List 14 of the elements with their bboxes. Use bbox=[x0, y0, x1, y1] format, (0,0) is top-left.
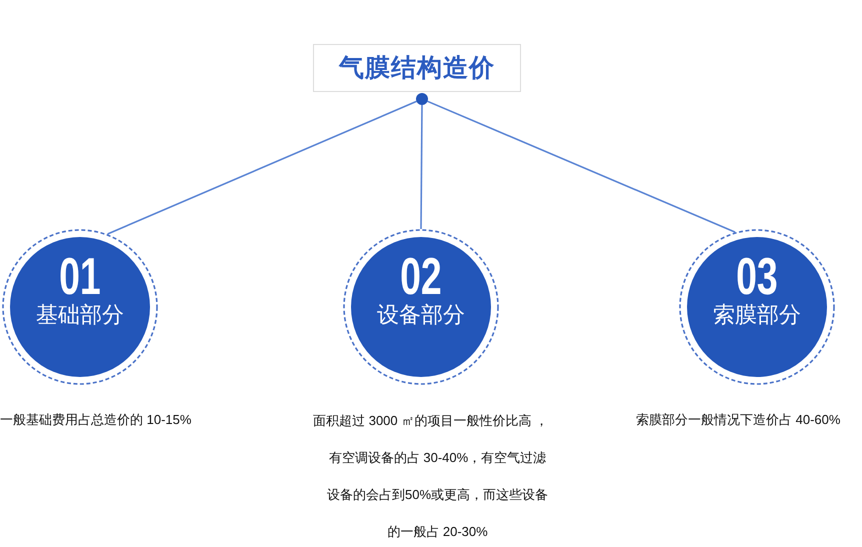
step-number: 02 bbox=[400, 251, 442, 303]
connector-line bbox=[420, 105, 423, 229]
description-text: 面积超过 3000 ㎡的项目一般性价比高 ，有空调设备的占 30-40%，有空气过滤设备的会占到50%或更高，而这些设备的一般占 20-30% bbox=[312, 412, 549, 541]
connector-line bbox=[107, 100, 417, 235]
description-text: 索膜部分一般情况下造价占 40-60% bbox=[636, 411, 840, 429]
step-number: 03 bbox=[736, 251, 778, 303]
description-text: 一般基础费用占总造价的 10-15% bbox=[0, 411, 192, 429]
step-number: 01 bbox=[59, 251, 101, 303]
title-box: 气膜结构造价 bbox=[313, 44, 521, 92]
circle-label: 基础部分 bbox=[36, 302, 124, 328]
connector-line bbox=[427, 100, 736, 233]
junction-dot bbox=[416, 93, 428, 105]
circle-label: 索膜部分 bbox=[713, 302, 801, 328]
circle-label: 设备部分 bbox=[377, 302, 465, 328]
